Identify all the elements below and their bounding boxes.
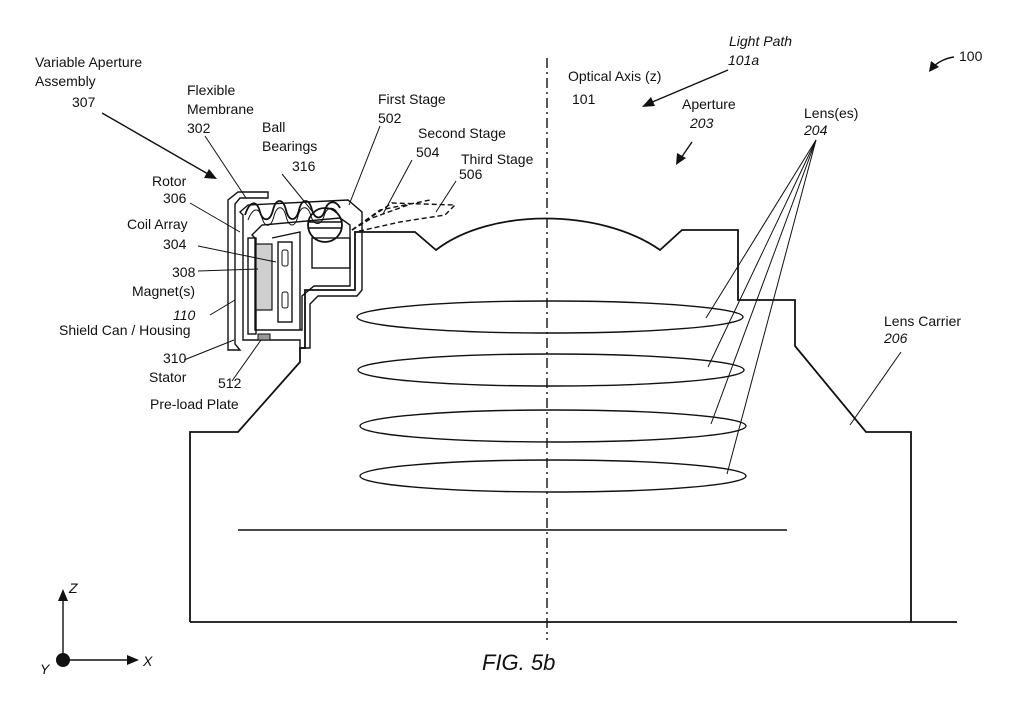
- label-axis-z: Z: [68, 580, 78, 596]
- label-304: 304: [163, 236, 187, 252]
- lens-element: [359, 459, 747, 493]
- label-206: 206: [883, 330, 908, 346]
- label-shield: Shield Can / Housing: [59, 322, 191, 338]
- label-axis-y: Y: [40, 661, 51, 677]
- figure-caption: FIG. 5b: [482, 650, 555, 675]
- label-light-path: Light Path: [729, 33, 792, 49]
- label-coil-array: Coil Array: [127, 216, 188, 232]
- label-third-stage: Third Stage: [461, 151, 534, 167]
- lens-element: [357, 353, 745, 387]
- label-ball: Ball: [262, 119, 285, 135]
- aperture-stages: [351, 199, 457, 233]
- label-magnets: Magnet(s): [132, 283, 195, 299]
- coordinate-axes: [56, 589, 139, 667]
- variable-aperture-assembly: [227, 191, 363, 351]
- magnet: [255, 243, 273, 311]
- label-110: 110: [173, 307, 196, 323]
- label-variable-aperture-2: Assembly: [35, 73, 96, 89]
- label-rotor: Rotor: [152, 173, 187, 189]
- label-lens-carrier: Lens Carrier: [884, 313, 961, 329]
- label-504: 504: [416, 144, 440, 160]
- label-204: 204: [803, 122, 828, 138]
- label-512: 512: [218, 375, 242, 391]
- label-101a: 101a: [728, 52, 759, 68]
- y-axis-dot: [56, 653, 70, 667]
- label-aperture: Aperture: [682, 96, 736, 112]
- label-optical-axis: Optical Axis (z): [568, 68, 661, 84]
- text-labels: Variable Aperture Assembly 307 Flexible …: [35, 33, 983, 677]
- label-bearings: Bearings: [262, 138, 317, 154]
- label-lenses: Lens(es): [804, 105, 858, 121]
- lens-carrier-outline: [189, 217, 912, 622]
- label-307: 307: [72, 94, 96, 110]
- label-second-stage: Second Stage: [418, 125, 506, 141]
- shield-can: [227, 191, 269, 351]
- label-316: 316: [292, 158, 316, 174]
- pointer-arrows: [101, 56, 955, 179]
- label-310: 310: [163, 350, 187, 366]
- preload-plate: [257, 333, 271, 341]
- label-stator: Stator: [149, 369, 187, 385]
- lens-stack: [356, 300, 747, 493]
- lens-element: [359, 409, 747, 443]
- label-membrane: Membrane: [187, 101, 254, 117]
- label-502: 502: [378, 110, 402, 126]
- label-preload: Pre-load Plate: [150, 396, 239, 412]
- lens-element: [356, 300, 744, 334]
- label-axis-x: X: [142, 653, 153, 669]
- label-506: 506: [459, 166, 483, 182]
- label-101: 101: [572, 91, 596, 107]
- label-flexible: Flexible: [187, 82, 235, 98]
- label-306: 306: [163, 190, 187, 206]
- coil-array: [277, 241, 293, 323]
- label-302: 302: [187, 120, 211, 136]
- ball-bearing: [307, 207, 343, 243]
- label-100: 100: [959, 48, 983, 64]
- label-203: 203: [689, 115, 714, 131]
- leader-lines: [183, 125, 902, 475]
- label-308: 308: [172, 264, 196, 280]
- label-variable-aperture: Variable Aperture: [35, 54, 142, 70]
- label-first-stage: First Stage: [378, 91, 446, 107]
